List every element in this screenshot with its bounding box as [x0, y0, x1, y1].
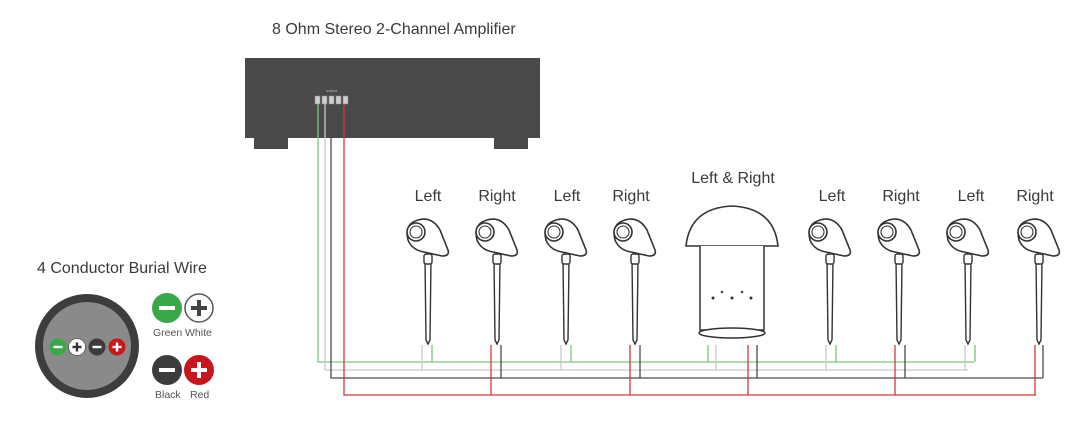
speaker-label-3: Left — [553, 188, 581, 205]
speaker-label-2: Right — [478, 188, 516, 205]
legend-red-label: Red — [190, 389, 210, 401]
speaker-spot-8 — [946, 218, 990, 345]
amplifier-title: 8 Ohm Stereo 2-Channel Amplifier — [272, 21, 516, 38]
amplifier-terminals — [314, 95, 349, 105]
amplifier: output — [245, 58, 540, 149]
wire-black — [330, 104, 1043, 379]
legend-black-label: Black — [155, 389, 181, 401]
speaker-label-4: Right — [612, 188, 650, 205]
speaker-spot-9 — [1017, 218, 1061, 345]
wire-cross-section — [35, 294, 139, 398]
speaker-label-5: Left & Right — [691, 170, 775, 187]
speaker-label-7: Right — [882, 188, 920, 205]
legend-white-label: White — [185, 327, 212, 339]
speaker-label-8: Left — [957, 188, 985, 205]
wire-legend — [152, 293, 214, 385]
speaker-spot-6 — [808, 218, 852, 345]
legend-green-label: Green — [153, 327, 183, 339]
speaker-spot-2 — [475, 218, 519, 345]
terminal-label: output — [326, 88, 338, 93]
speaker-label-1: Left — [414, 188, 442, 205]
wire-green — [317, 104, 974, 363]
speaker-spot-1 — [406, 218, 450, 345]
wire-white — [324, 104, 968, 371]
wire-title: 4 Conductor Burial Wire — [37, 260, 207, 277]
speaker-spot-7 — [877, 218, 921, 345]
speaker-spot-3 — [544, 218, 588, 345]
speaker-spot-4 — [613, 218, 657, 345]
speaker-label-9: Right — [1016, 188, 1054, 205]
speaker-label-6: Left — [818, 188, 846, 205]
speaker-bollard — [685, 205, 779, 339]
wire-red — [343, 104, 1036, 396]
bus-wires — [317, 104, 1044, 396]
